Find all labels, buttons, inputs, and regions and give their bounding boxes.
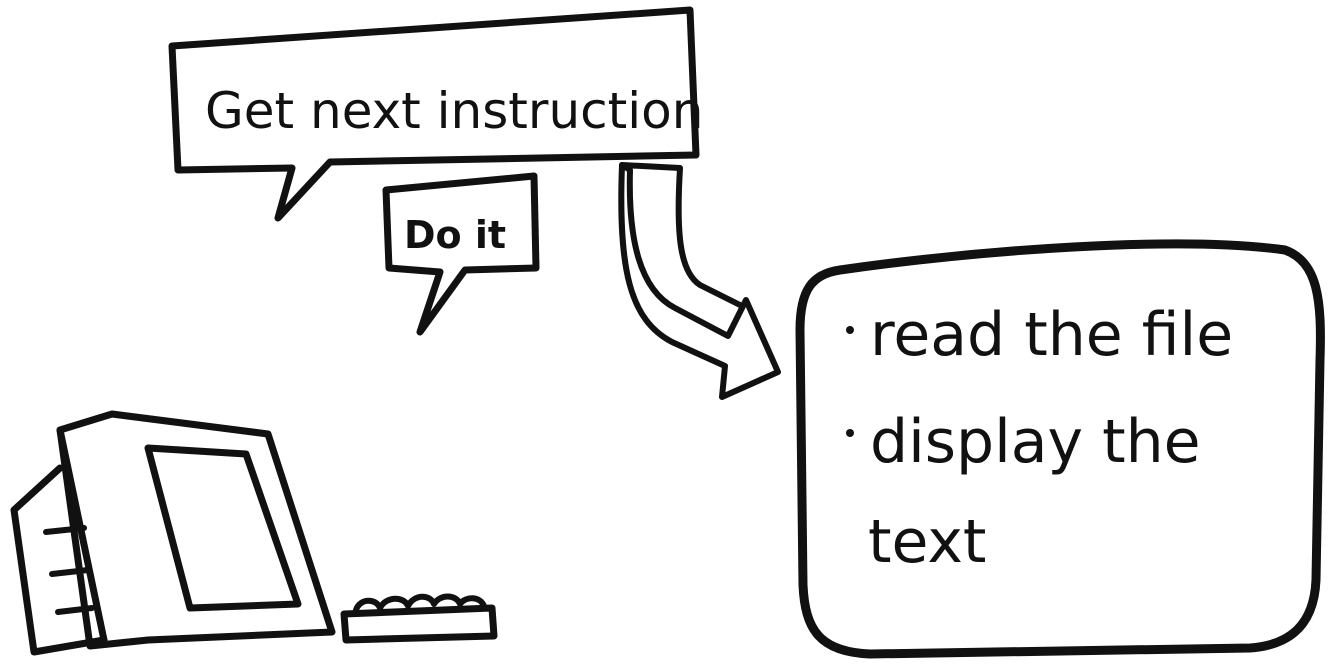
monitor-side <box>10 464 108 656</box>
vent-line <box>43 525 87 535</box>
task-item-1: read the file <box>870 300 1233 370</box>
task-box: read the file display the text <box>795 239 1325 659</box>
bubble-small-text: Do it <box>404 213 506 257</box>
monitor-screen <box>144 444 302 612</box>
keyboard-icon <box>340 593 498 644</box>
task-item-2: display the <box>870 407 1201 477</box>
speech-bubble-large-outline <box>168 6 700 222</box>
curved-arrow-outline <box>618 162 781 400</box>
keyboard-keys <box>353 593 487 613</box>
speech-bubble-large: Get next instruction <box>168 6 703 222</box>
vent-line <box>55 605 95 615</box>
monitor-front-edge <box>56 426 108 644</box>
curved-arrow-icon <box>618 162 781 400</box>
keyboard-outline <box>340 604 498 644</box>
bullet-icon <box>846 429 854 437</box>
task-item-3: text <box>868 507 986 577</box>
bubble-large-text: Get next instruction <box>205 82 703 140</box>
computer-icon <box>10 410 336 656</box>
speech-bubble-small-outline <box>382 172 540 336</box>
monitor-outline <box>56 410 336 650</box>
task-box-outline <box>795 239 1325 659</box>
vent-line <box>49 567 91 577</box>
curved-arrow-inner <box>619 162 743 308</box>
speech-bubble-small: Do it <box>382 172 540 336</box>
bullet-icon <box>846 326 854 334</box>
